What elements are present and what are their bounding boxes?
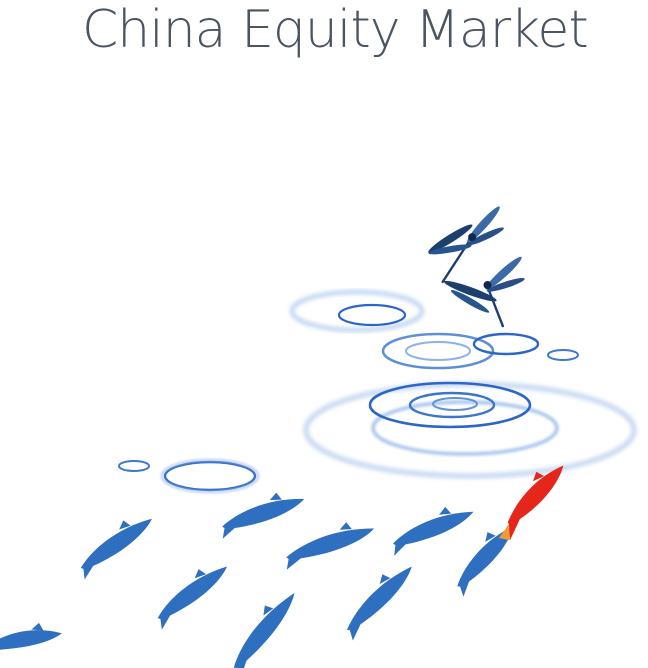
fish-icon: [233, 592, 295, 668]
ripple-icon: [547, 349, 579, 361]
ripple-icon: [161, 459, 259, 493]
ripple-icon: [408, 391, 496, 419]
ripple-icon: [432, 397, 478, 411]
fish-icon: [222, 492, 305, 539]
ripple-group: [118, 290, 637, 493]
ripple-icon: [337, 303, 407, 327]
fish-icon: [0, 622, 62, 659]
ripple-icon: [163, 460, 257, 492]
ripple-icon: [472, 332, 540, 356]
ripple-icon: [368, 381, 532, 429]
fish-icon: [157, 566, 228, 630]
page-title: China Equity Market: [82, 0, 589, 60]
fish-group: [0, 492, 514, 668]
dragonfly-icon: [428, 206, 504, 284]
ripple-icon: [371, 400, 559, 456]
ripple-icon: [381, 332, 495, 370]
fish-icon: [80, 518, 152, 580]
ripple-icon: [290, 290, 424, 332]
fish-icon: [457, 525, 514, 597]
fish-icon: [286, 522, 375, 570]
ripple-icon: [303, 381, 637, 479]
ripple-icon: [118, 460, 150, 472]
dragonfly-icon: [443, 256, 525, 328]
red-fish-icon: [498, 465, 564, 541]
fish-icon: [347, 566, 412, 641]
ripple-icon: [405, 341, 471, 361]
fish-icon: [392, 506, 474, 556]
